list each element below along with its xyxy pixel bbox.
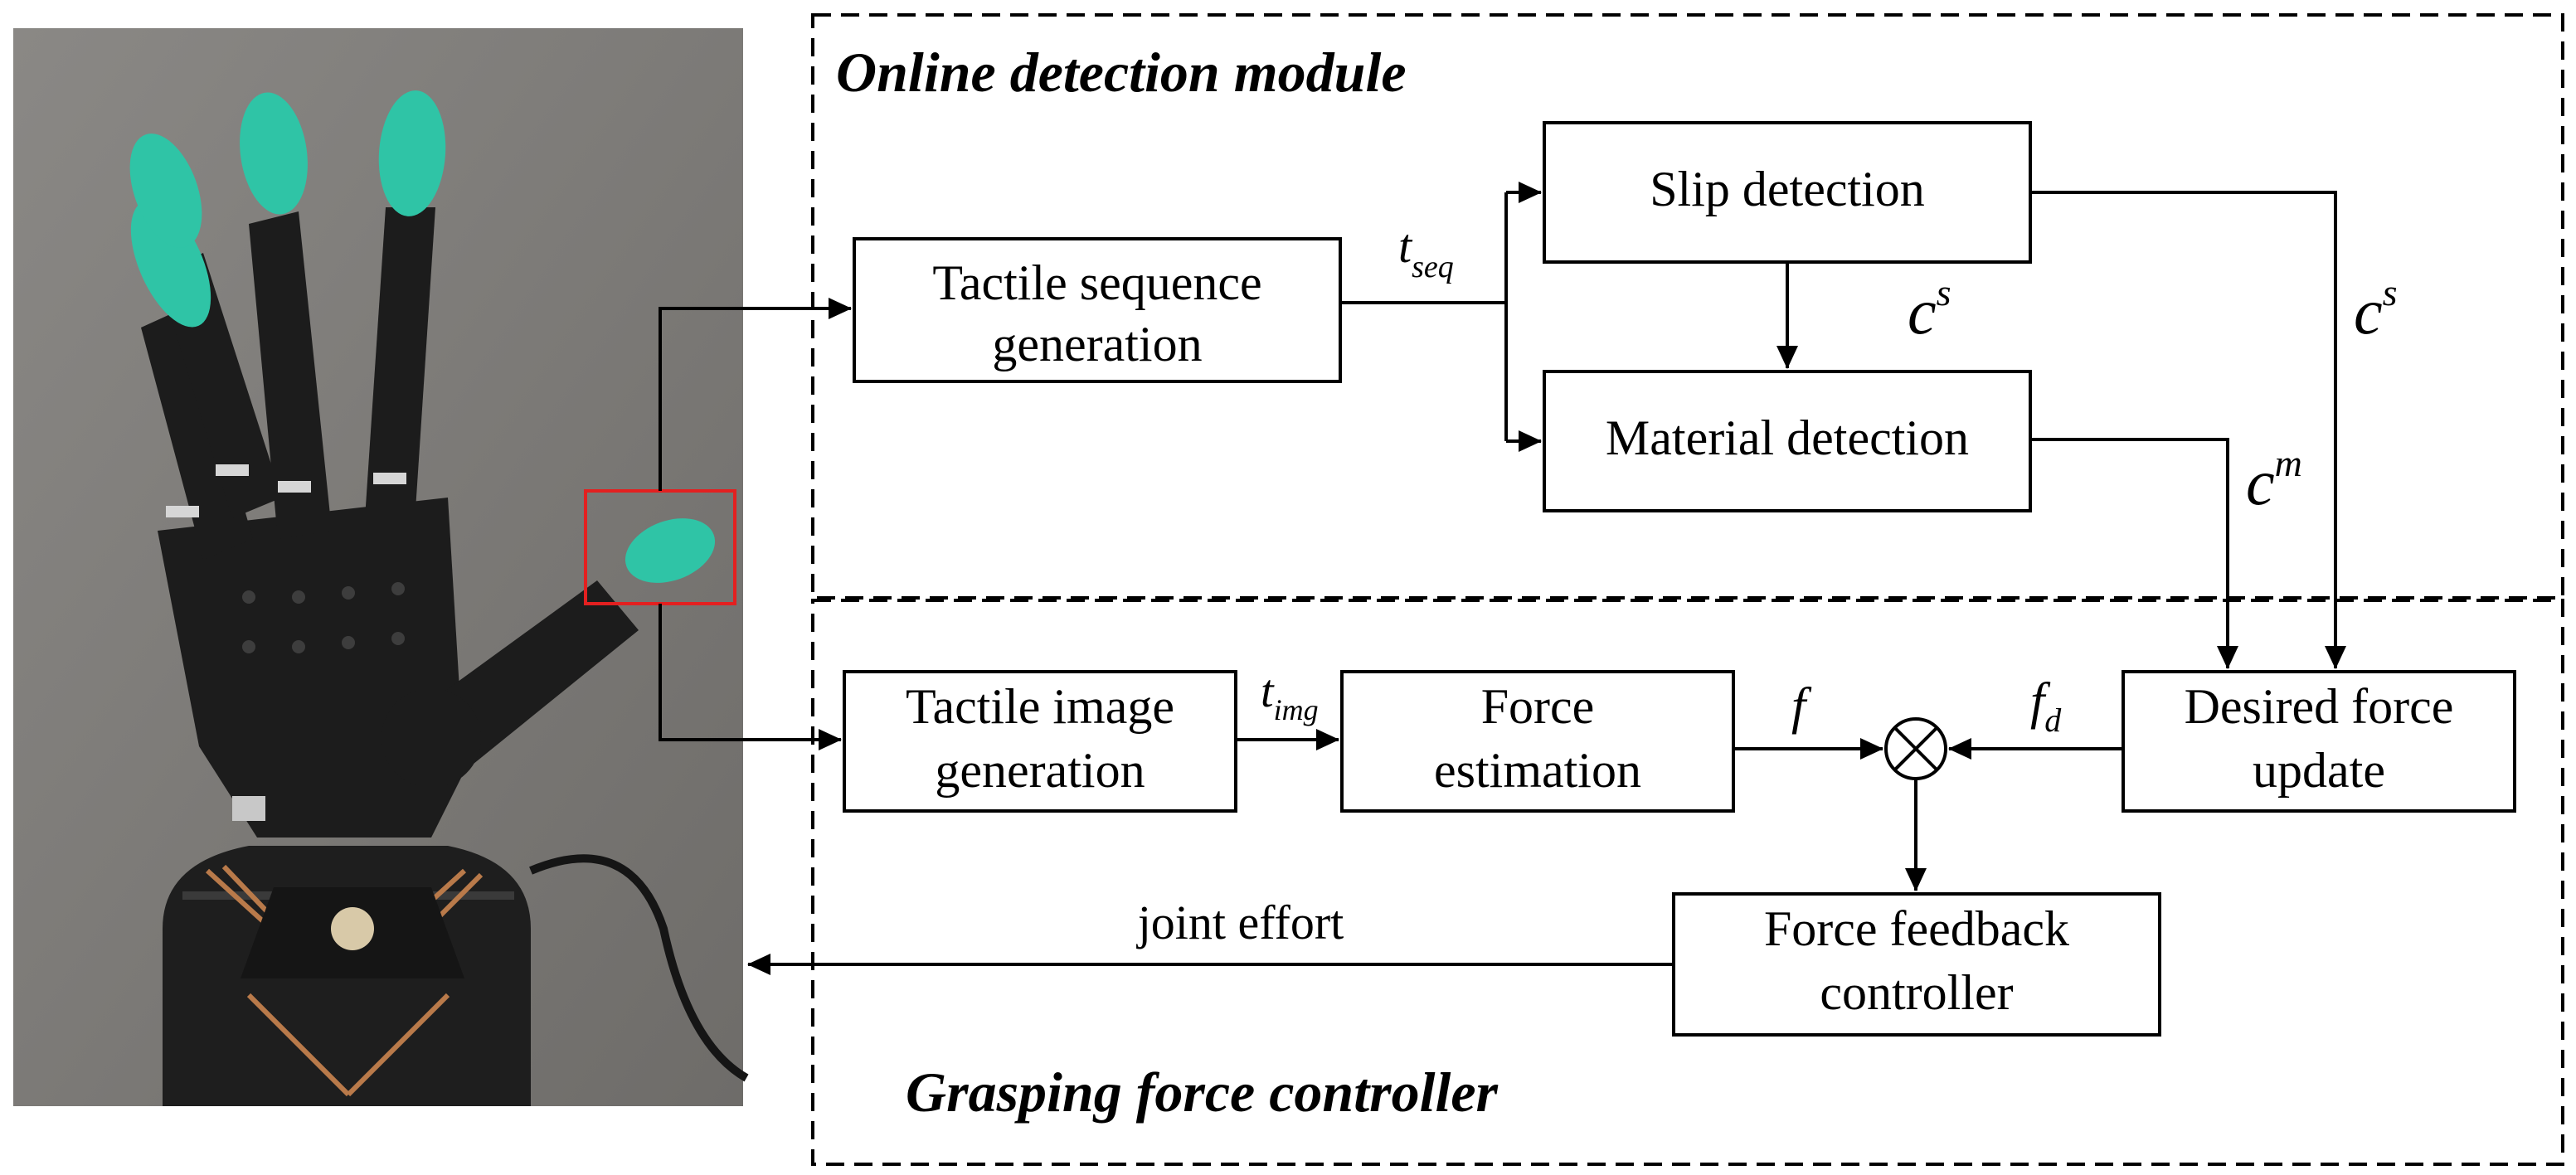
wire-material-to-desired <box>2030 438 2238 669</box>
hand-base <box>163 846 749 1106</box>
desired-force-line2: update <box>2253 743 2385 798</box>
finger-joint-plates <box>166 464 406 517</box>
block-tactile-sequence: Tactile sequence generation <box>853 237 1342 383</box>
feedback-controller-line2: controller <box>1820 965 2013 1020</box>
signal-joint-effort: joint effort <box>1136 896 1344 949</box>
feedback-controller-line1: Force feedback <box>1764 901 2069 956</box>
connections <box>659 182 2346 975</box>
tactile-sequence-line2: generation <box>992 317 1202 371</box>
block-force-feedback-controller: Force feedback controller <box>1672 892 2161 1037</box>
block-slip-detection: Slip detection <box>1543 121 2032 264</box>
slip-detection-label: Slip detection <box>1650 162 1925 216</box>
signal-c-m: cm <box>2246 442 2302 518</box>
grasping-controller-title: Grasping force controller <box>906 1061 1499 1124</box>
summing-junction <box>1884 717 1947 780</box>
desired-force-line1: Desired force <box>2185 679 2454 734</box>
online-module-title: Online detection module <box>836 41 1407 104</box>
wire-sensor-to-image <box>659 604 842 750</box>
tactile-sequence-line1: Tactile sequence <box>932 255 1261 310</box>
signal-f: f <box>1791 678 1812 735</box>
signal-c-s-outer: cs <box>2354 271 2398 347</box>
tactile-image-line2: generation <box>935 743 1145 798</box>
hand-fingers <box>141 207 639 788</box>
material-detection-label: Material detection <box>1606 410 1969 465</box>
signal-t-seq: tseq <box>1398 219 1454 284</box>
block-tactile-image: Tactile image generation <box>843 670 1237 813</box>
force-estimation-line2: estimation <box>1434 743 1641 798</box>
robot-hand-photo <box>13 28 749 1106</box>
signal-f-d: fd <box>2030 673 2062 739</box>
wire-sensor-to-sequence <box>659 298 852 491</box>
block-desired-force-update: Desired force update <box>2122 670 2516 813</box>
fingertips <box>129 90 716 583</box>
force-estimation-line1: Force <box>1481 679 1595 734</box>
signal-t-img: timg <box>1261 666 1319 726</box>
block-force-estimation: Force estimation <box>1340 670 1735 813</box>
signal-c-s-inner: cs <box>1908 271 1951 347</box>
tactile-image-line1: Tactile image <box>906 679 1174 734</box>
wire-slip-to-desired <box>2030 191 2346 669</box>
grasping-controller-frame <box>811 599 2564 1166</box>
online-detection-frame <box>811 13 2564 600</box>
block-material-detection: Material detection <box>1543 370 2032 512</box>
